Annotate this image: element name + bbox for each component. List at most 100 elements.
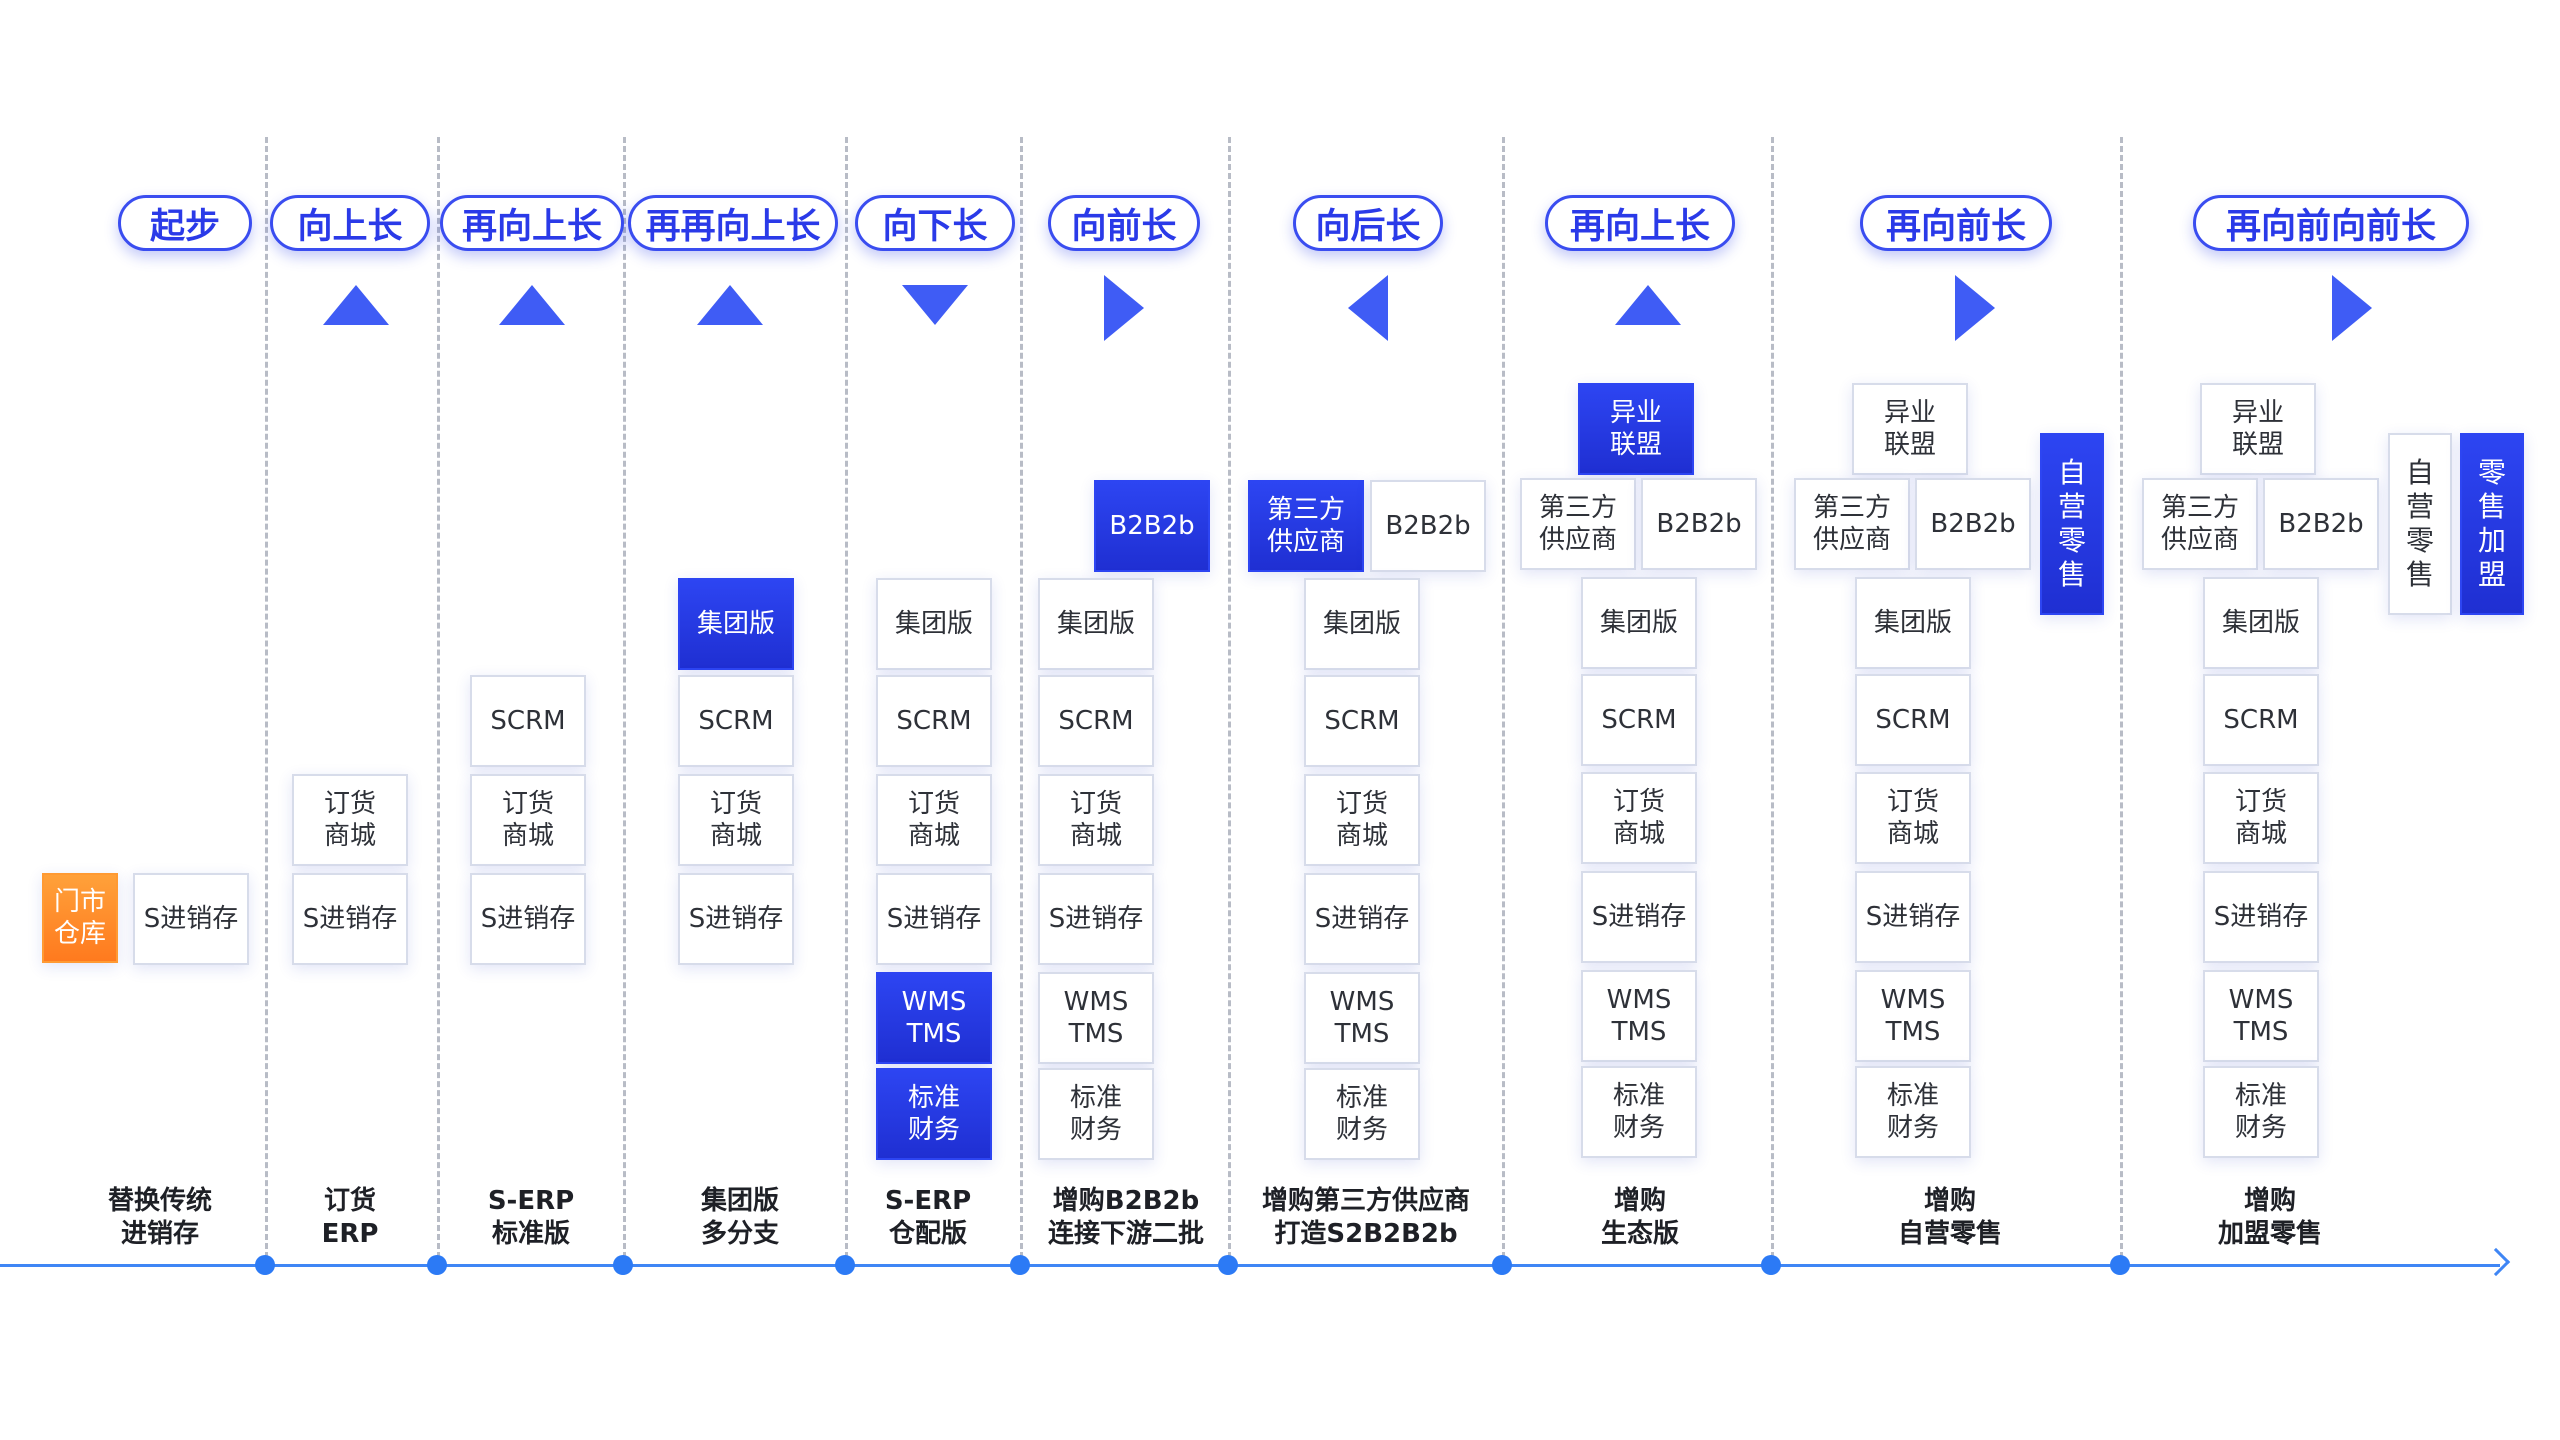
stage-separator: [437, 137, 440, 1267]
module-box-order-mall: 订货 商城: [292, 774, 408, 866]
module-box-third-supplier: 第三方 供应商: [1520, 478, 1636, 570]
module-box-alliance: 异业 联盟: [1578, 383, 1694, 475]
stage-pill-s2: 向上长: [270, 195, 430, 251]
module-box-alliance: 异业 联盟: [1852, 383, 1968, 475]
timeline-dot: [1492, 1255, 1512, 1275]
module-box-group: 集团版: [1855, 577, 1971, 669]
stage-separator: [623, 137, 626, 1267]
module-box-wms-tms: WMS TMS: [876, 972, 992, 1064]
module-box-b2b2b: B2B2b: [1370, 480, 1486, 572]
module-box-franchise-retail: 零售加盟: [2460, 433, 2524, 615]
stage-label-s1: 替换传统 进销存: [107, 1186, 212, 1249]
stage-label-s10: 增购 加盟零售: [2217, 1186, 2322, 1249]
module-box-wms-tms: WMS TMS: [2203, 970, 2319, 1062]
module-box-order-mall: 订货 商城: [1038, 774, 1154, 866]
module-box-s-jxc: S进销存: [1855, 871, 1971, 963]
stage-pill-s5: 向下长: [855, 195, 1015, 251]
stage-label-s6: 增购B2B2b 连接下游二批: [1047, 1186, 1204, 1249]
module-box-b2b2b: B2B2b: [1094, 480, 1210, 572]
module-box-scrm: SCRM: [2203, 674, 2319, 766]
stage-pill-s1: 起步: [118, 195, 252, 251]
module-box-s-jxc: S进销存: [133, 873, 249, 965]
timeline-dot: [835, 1255, 855, 1275]
module-box-third-supplier: 第三方 供应商: [1794, 478, 1910, 570]
module-box-std-finance: 标准 财务: [2203, 1066, 2319, 1158]
timeline-axis: [0, 1264, 2500, 1267]
module-box-group: 集团版: [678, 578, 794, 670]
stage-pill-s7: 向后长: [1293, 195, 1443, 251]
module-box-scrm: SCRM: [1855, 674, 1971, 766]
timeline-dot: [255, 1255, 275, 1275]
module-box-scrm: SCRM: [876, 675, 992, 767]
module-box-s-jxc: S进销存: [292, 873, 408, 965]
arrow-up-icon: [1615, 285, 1681, 325]
module-box-wms-tms: WMS TMS: [1581, 970, 1697, 1062]
arrow-right-icon: [2332, 275, 2372, 341]
arrow-right-icon: [1955, 275, 1995, 341]
stage-pill-s9: 再向前长: [1860, 195, 2052, 251]
stage-separator: [845, 137, 848, 1267]
module-box-store-warehouse: 门市 仓库: [42, 873, 118, 963]
stage-label-s4: 集团版 多分支: [700, 1186, 779, 1249]
module-box-order-mall: 订货 商城: [1855, 772, 1971, 864]
stage-separator: [1228, 137, 1231, 1267]
stage-pill-s10: 再向前向前长: [2193, 195, 2469, 251]
stage-separator: [1502, 137, 1505, 1267]
module-box-group: 集团版: [2203, 577, 2319, 669]
module-box-group: 集团版: [1581, 577, 1697, 669]
module-box-group: 集团版: [1304, 578, 1420, 670]
module-box-std-finance: 标准 财务: [1855, 1066, 1971, 1158]
module-box-order-mall: 订货 商城: [876, 774, 992, 866]
stage-label-s9: 增购 自营零售: [1897, 1186, 2002, 1249]
module-box-scrm: SCRM: [1038, 675, 1154, 767]
module-box-order-mall: 订货 商城: [1581, 772, 1697, 864]
module-box-order-mall: 订货 商城: [1304, 774, 1420, 866]
module-box-s-jxc: S进销存: [678, 873, 794, 965]
arrow-down-icon: [902, 285, 968, 325]
module-box-wms-tms: WMS TMS: [1038, 972, 1154, 1064]
module-box-std-finance: 标准 财务: [1581, 1066, 1697, 1158]
timeline-dot: [2110, 1255, 2130, 1275]
module-box-wms-tms: WMS TMS: [1855, 970, 1971, 1062]
arrow-up-icon: [697, 285, 763, 325]
stage-pill-s4: 再再向上长: [628, 195, 838, 251]
module-box-scrm: SCRM: [470, 675, 586, 767]
timeline-dot: [613, 1255, 633, 1275]
stage-label-s2: 订货 ERP: [321, 1186, 379, 1249]
module-box-group: 集团版: [1038, 578, 1154, 670]
module-box-s-jxc: S进销存: [470, 873, 586, 965]
arrow-up-icon: [499, 285, 565, 325]
stage-separator: [265, 137, 268, 1267]
stage-separator: [2120, 137, 2123, 1267]
arrow-right-icon: [1104, 275, 1144, 341]
arrow-left-icon: [1348, 275, 1388, 341]
timeline-dot: [1761, 1255, 1781, 1275]
stage-label-s8: 增购 生态版: [1600, 1186, 1679, 1249]
module-box-third-supplier: 第三方 供应商: [1248, 480, 1364, 572]
module-box-scrm: SCRM: [1304, 675, 1420, 767]
module-box-scrm: SCRM: [678, 675, 794, 767]
module-box-self-retail: 自营零售: [2388, 433, 2452, 615]
module-box-order-mall: 订货 商城: [678, 774, 794, 866]
module-box-order-mall: 订货 商城: [470, 774, 586, 866]
module-box-s-jxc: S进销存: [1304, 873, 1420, 965]
module-box-order-mall: 订货 商城: [2203, 772, 2319, 864]
arrow-up-icon: [323, 285, 389, 325]
stage-pill-s6: 向前长: [1048, 195, 1200, 251]
module-box-s-jxc: S进销存: [1038, 873, 1154, 965]
module-box-s-jxc: S进销存: [876, 873, 992, 965]
module-box-third-supplier: 第三方 供应商: [2142, 478, 2258, 570]
module-box-scrm: SCRM: [1581, 674, 1697, 766]
module-box-alliance: 异业 联盟: [2200, 383, 2316, 475]
module-box-b2b2b: B2B2b: [2263, 478, 2379, 570]
timeline-dot: [1010, 1255, 1030, 1275]
stage-pill-s3: 再向上长: [440, 195, 624, 251]
timeline-dot: [1218, 1255, 1238, 1275]
module-box-self-retail: 自营零售: [2040, 433, 2104, 615]
module-box-b2b2b: B2B2b: [1641, 478, 1757, 570]
module-box-s-jxc: S进销存: [1581, 871, 1697, 963]
module-box-std-finance: 标准 财务: [876, 1068, 992, 1160]
timeline-dot: [427, 1255, 447, 1275]
stage-separator: [1771, 137, 1774, 1267]
